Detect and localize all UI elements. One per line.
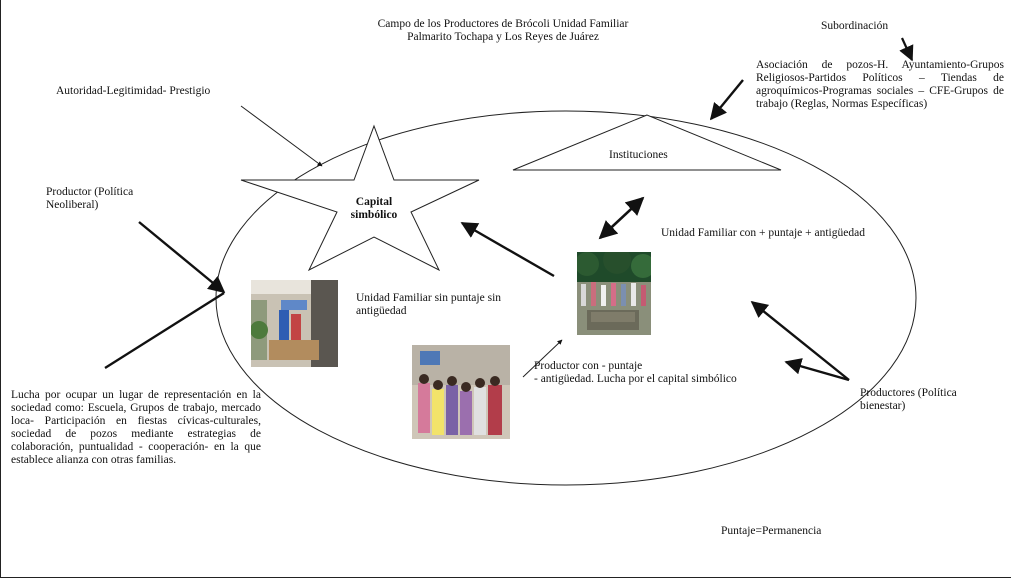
capital-star	[240, 124, 480, 272]
productores-bienestar-label: Productores (Política bienestar)	[860, 387, 957, 412]
arrow-unidad-to-star	[460, 221, 555, 278]
arrow-subordinacion	[899, 37, 914, 62]
arrow-bienestar-to-field-upper	[750, 300, 850, 381]
arrow-instituciones-unidad-bidirectional	[598, 196, 645, 240]
arrow-productor-con-to-unidad	[522, 339, 563, 378]
productor-con-label: Productor con - puntaje - antigüedad. Lu…	[534, 360, 774, 386]
instituciones-triangle	[512, 114, 782, 171]
arrow-neoliberal-to-field	[138, 221, 226, 294]
arrow-bienestar-to-field-lower	[784, 358, 850, 382]
capital-simbolico-label: Capital simbólico	[334, 196, 414, 222]
asociacion-text: Asociación de pozos-H. Ayuntamiento-Grup…	[756, 59, 1004, 110]
autoridad-label: Autoridad-Legitimidad- Prestigio	[56, 85, 211, 97]
puntaje-label: Puntaje=Permanencia	[721, 525, 822, 537]
arrow-autoridad-to-star	[240, 105, 323, 167]
title-line-2: Palmarito Tochapa y Los Reyes de Juárez	[407, 31, 599, 43]
diagram-title: Campo de los Productores de Brócoli Unid…	[353, 18, 653, 44]
photo-unidad-con	[577, 252, 651, 335]
capital-line-2: simbólico	[350, 209, 398, 221]
subordinacion-label: Subordinación	[821, 20, 889, 32]
instituciones-label: Instituciones	[609, 149, 668, 161]
capital-line-1: Capital	[355, 196, 393, 208]
productor-neoliberal-label: Productor (Política Neoliberal)	[46, 186, 134, 211]
photo-unidad-sin	[251, 280, 338, 367]
arrow-associations-to-instituciones	[709, 79, 744, 121]
arrow-lucha-to-field	[104, 291, 225, 370]
productor-con-line-1: Productor con - puntaje	[534, 360, 643, 372]
title-line-1: Campo de los Productores de Brócoli Unid…	[377, 18, 629, 30]
unidad-con-label: Unidad Familiar con + puntaje + antigüed…	[661, 227, 865, 239]
unidad-sin-label: Unidad Familiar sin puntaje sin antigüed…	[356, 292, 502, 317]
productor-con-line-2: - antigüedad. Lucha por el capital simbó…	[534, 373, 737, 385]
lucha-text: Lucha por ocupar un lugar de representac…	[11, 389, 261, 466]
photo-productor-con	[412, 345, 510, 439]
